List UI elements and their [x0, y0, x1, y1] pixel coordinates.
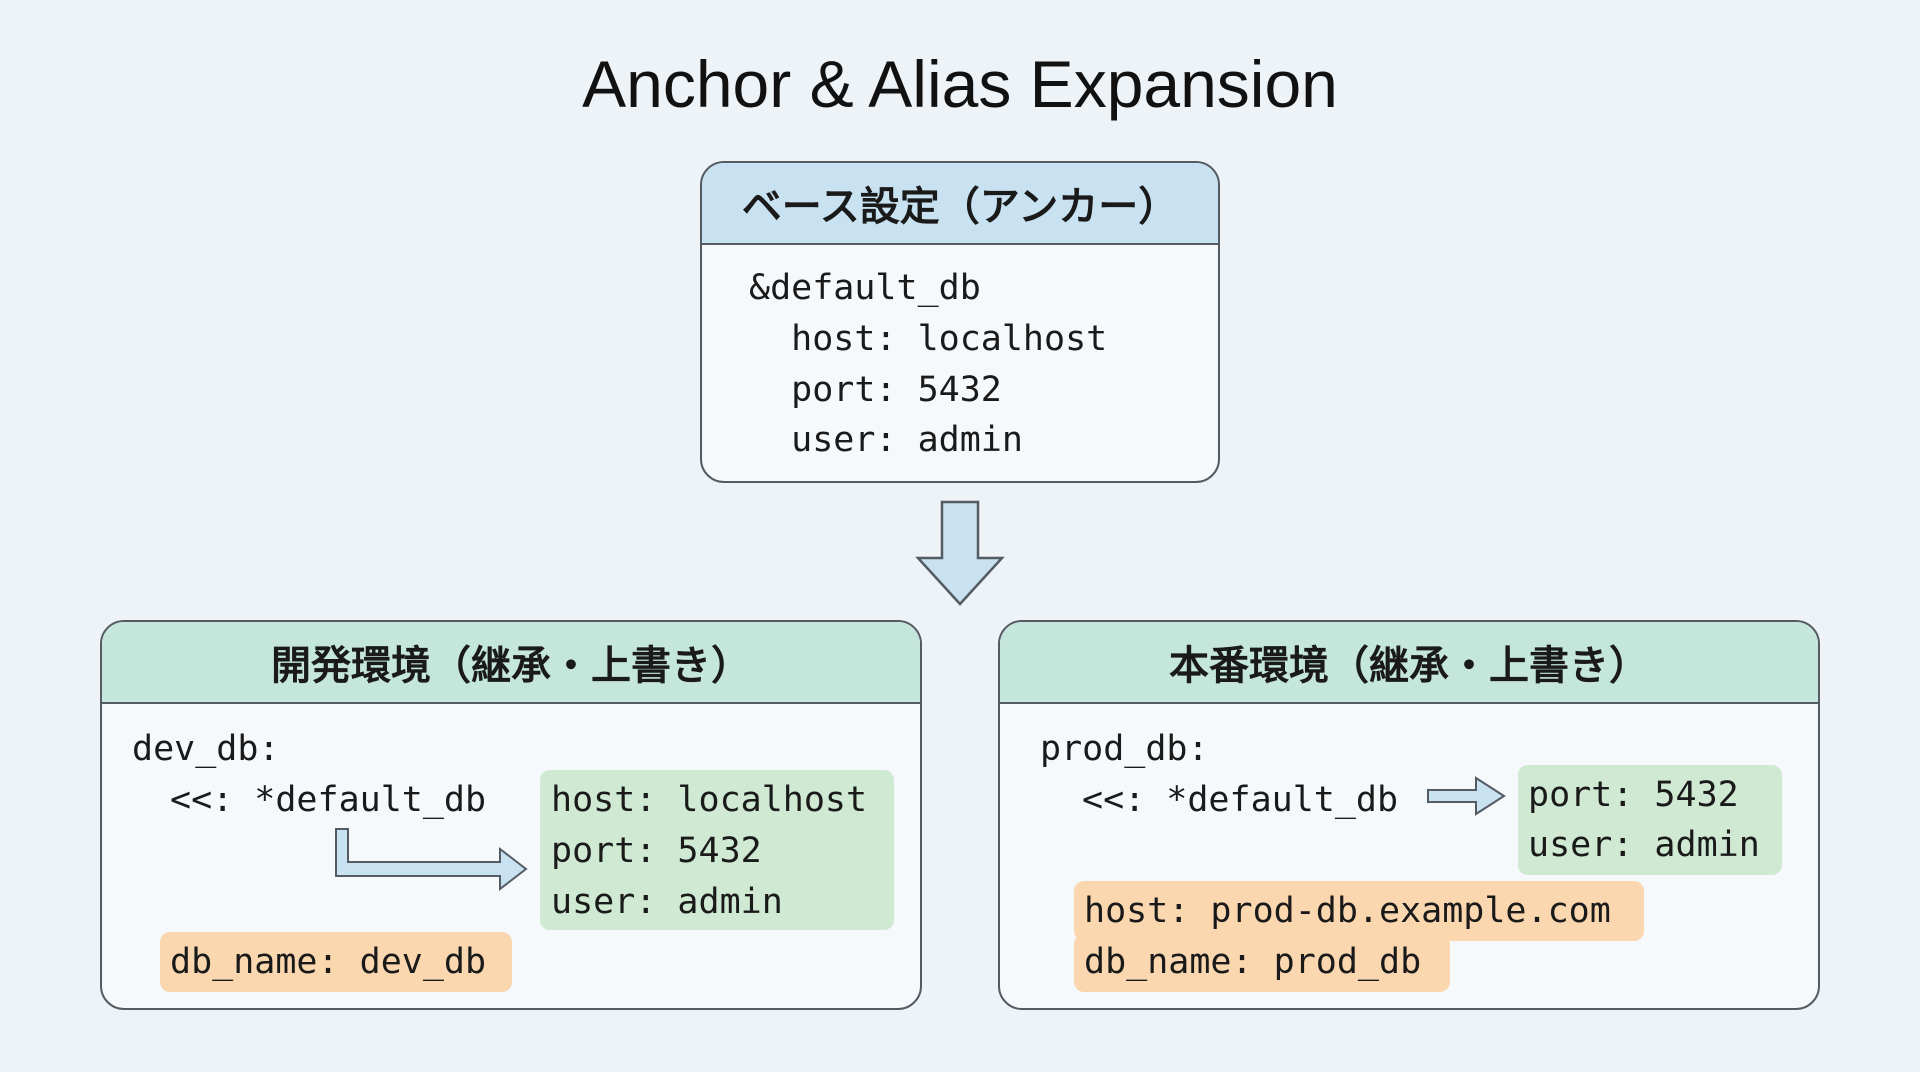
prod-inherited-line: port: 5432 — [1528, 775, 1739, 815]
anchor-line: host: localhost — [749, 319, 1108, 359]
anchor-box: ベース設定（アンカー） &default_db host: localhost … — [700, 161, 1220, 483]
prod-key: prod_db: — [1040, 729, 1209, 769]
arrow-down-shape — [915, 500, 1005, 606]
anchor-box-header: ベース設定（アンカー） — [702, 163, 1218, 245]
elbow-arrow-shape — [335, 828, 528, 892]
dev-box: 開発環境（継承・上書き） dev_db: <<: *default_db hos… — [100, 620, 922, 1010]
prod-override-block-dbname — [1074, 934, 1450, 992]
elbow-arrow-icon — [335, 828, 528, 892]
dev-override-line: db_name: dev_db — [170, 942, 487, 982]
prod-box-header: 本番環境（継承・上書き） — [1000, 622, 1818, 704]
prod-box: 本番環境（継承・上書き） prod_db: <<: *default_db po… — [998, 620, 1820, 1010]
dev-override-block — [160, 932, 512, 992]
dev-key: dev_db: — [132, 729, 280, 769]
dev-inherited-line: user: admin — [551, 882, 783, 922]
prod-inherited-block — [1518, 765, 1782, 875]
anchor-line: user: admin — [749, 420, 1023, 460]
prod-merge-alias: <<: *default_db — [1082, 780, 1399, 820]
arrow-right-icon — [1427, 776, 1506, 816]
prod-override-line: host: prod-db.example.com — [1084, 891, 1611, 931]
diagram-title: Anchor & Alias Expansion — [582, 47, 1338, 121]
prod-inherited-line: user: admin — [1528, 825, 1760, 865]
anchor-line: port: 5432 — [749, 370, 1002, 410]
anchor-line: &default_db — [749, 268, 981, 308]
arrow-down-icon — [915, 500, 1005, 606]
prod-override-line: db_name: prod_db — [1084, 942, 1422, 982]
dev-inherited-block — [540, 770, 894, 930]
dev-merge-alias: <<: *default_db — [170, 780, 487, 820]
arrow-right-shape — [1427, 776, 1506, 816]
dev-inherited-line: port: 5432 — [551, 831, 762, 871]
dev-inherited-line: host: localhost — [551, 780, 868, 820]
prod-override-block-host — [1074, 881, 1644, 941]
dev-box-header: 開発環境（継承・上書き） — [102, 622, 920, 704]
